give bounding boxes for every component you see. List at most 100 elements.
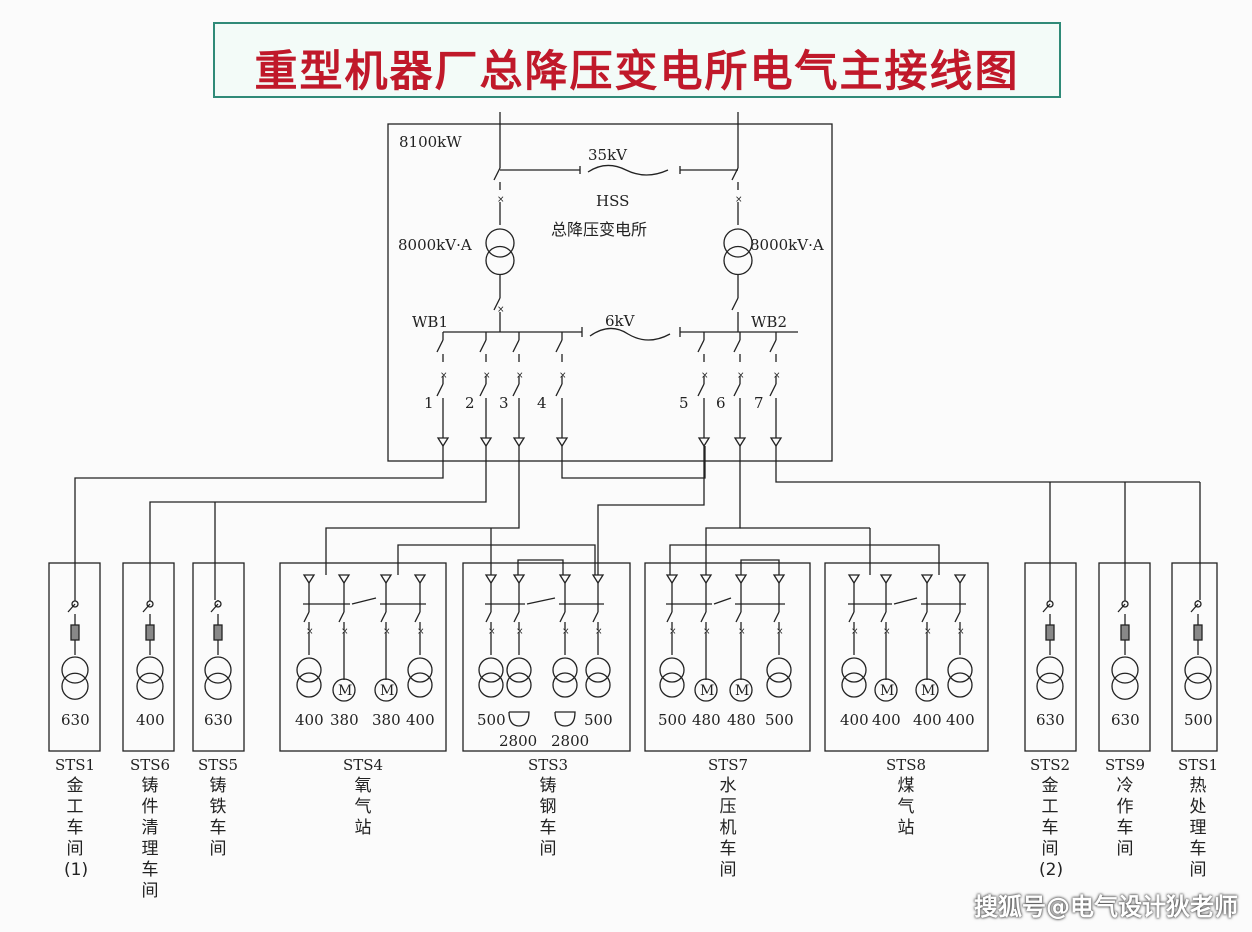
station-id: STS3 [527,756,569,774]
cable-head-symbol [920,574,934,585]
wire [380,611,387,623]
transformer-capacity: 630 [1036,711,1065,729]
transformer-capacity: 630 [61,711,90,729]
transformer-capacity: 630 [204,711,233,729]
station-transformer-symbol [766,657,792,683]
motor-symbol-label: M [380,683,394,699]
substation-code: HSS [596,192,629,210]
tie-line [397,544,596,575]
cable-head-symbol [769,437,783,448]
transformer-capacity: 630 [1111,711,1140,729]
substation-name: 总降压变电所 [551,220,647,239]
cable-head-symbol [953,574,967,585]
breaker-mark: × [483,371,491,381]
station-id: STS1 [54,756,96,774]
station-id: STS4 [342,756,384,774]
transformer-right-rating: 8000kV·A [750,236,824,254]
wire [414,611,421,623]
wire [338,611,345,623]
hv-disconnector [493,167,501,181]
cable-head-symbol [699,574,713,585]
station-box [462,562,631,752]
breaker-mark: × [738,627,746,637]
station-name: 铸钢车间 [539,776,557,859]
feeder-6-line [705,446,741,575]
bus-wb1-label: WB1 [412,313,448,331]
load-switch [1117,603,1126,613]
fuse-symbol [145,624,155,641]
feeder-number: 3 [499,394,509,412]
bus-tie-switch [587,164,669,176]
station-transformer-symbol [136,656,164,684]
furnace-symbol [508,711,530,727]
station-transformer-symbol [506,657,532,683]
station-transformer-symbol [585,672,611,698]
load-capacity: 380 [372,711,401,729]
station-name: 金工车间(2) [1039,776,1064,880]
breaker-mark: × [924,627,932,637]
breaker-mark: × [773,371,781,381]
feeder-switch [733,339,741,353]
load-capacity: 400 [872,711,901,729]
feeder-number: 2 [465,394,475,412]
feeder-switch [555,383,563,397]
station-id: STS6 [129,756,171,774]
main-transformer-symbol [723,228,753,258]
station-name: 氧气站 [354,776,372,838]
station-box [279,562,447,752]
feeder-3-line [325,446,520,575]
watermark: 搜狐号@电气设计狄老师 [974,893,1238,921]
fuse-symbol [1045,624,1055,641]
switch-node [1121,600,1129,608]
station-transformer-symbol [1184,672,1212,700]
station-id: STS5 [197,756,239,774]
diagram-title: 重型机器厂总降压变电所电气主接线图 [254,47,1020,97]
station-transformer-symbol [478,657,504,683]
motor-symbol-label: M [880,683,894,699]
station-bus-tie [893,597,918,605]
feeder-switch [555,339,563,353]
station-transformer-symbol [947,657,973,683]
wire [513,611,520,623]
feeder-5-line [597,446,705,575]
feeder-4-line [561,446,706,479]
cable-head-symbol [479,437,493,448]
load-capacity: 2800 [499,732,537,750]
feeder-switch [512,383,520,397]
load-capacity: 2800 [551,732,589,750]
main-transformer-symbol [723,245,753,276]
breaker-mark: × [776,627,784,637]
station-box [1171,562,1218,752]
station-name: 煤气站 [897,776,915,838]
wiring-lines: ××××××××××××M×M×××××××M×M×××M×M× [61,112,1212,727]
station-name: 热处理车间 [1189,776,1207,880]
load-capacity: 400 [946,711,975,729]
feeder-switch [512,339,520,353]
feeder-number: 5 [679,394,689,412]
breaker-mark: × [559,371,567,381]
feeder-switch [479,339,487,353]
station-name: 铸件清理车间 [141,776,159,901]
breaker-mark: × [417,627,425,637]
station-bus-tie [526,597,556,605]
wire [848,611,855,623]
cable-head-symbol [512,437,526,448]
station-transformer-symbol [1036,656,1064,684]
station-name: 冷作车间 [1116,776,1134,859]
motor-symbol-label: M [735,683,749,699]
station-transformer-symbol [841,672,867,698]
wire [921,611,928,623]
breaker-mark: × [383,627,391,637]
wire [880,611,887,623]
breaker-mark: × [488,627,496,637]
feeder-switch [733,383,741,397]
feeder-switch [769,339,777,353]
load-capacity: 400 [913,711,942,729]
lv-voltage-label: 6kV [605,312,636,330]
feeder-number: 6 [716,394,726,412]
station-id: STS9 [1104,756,1146,774]
cable-head-symbol [558,574,572,585]
bus-tie-switch [589,327,671,341]
station-transformer-symbol [659,672,685,698]
